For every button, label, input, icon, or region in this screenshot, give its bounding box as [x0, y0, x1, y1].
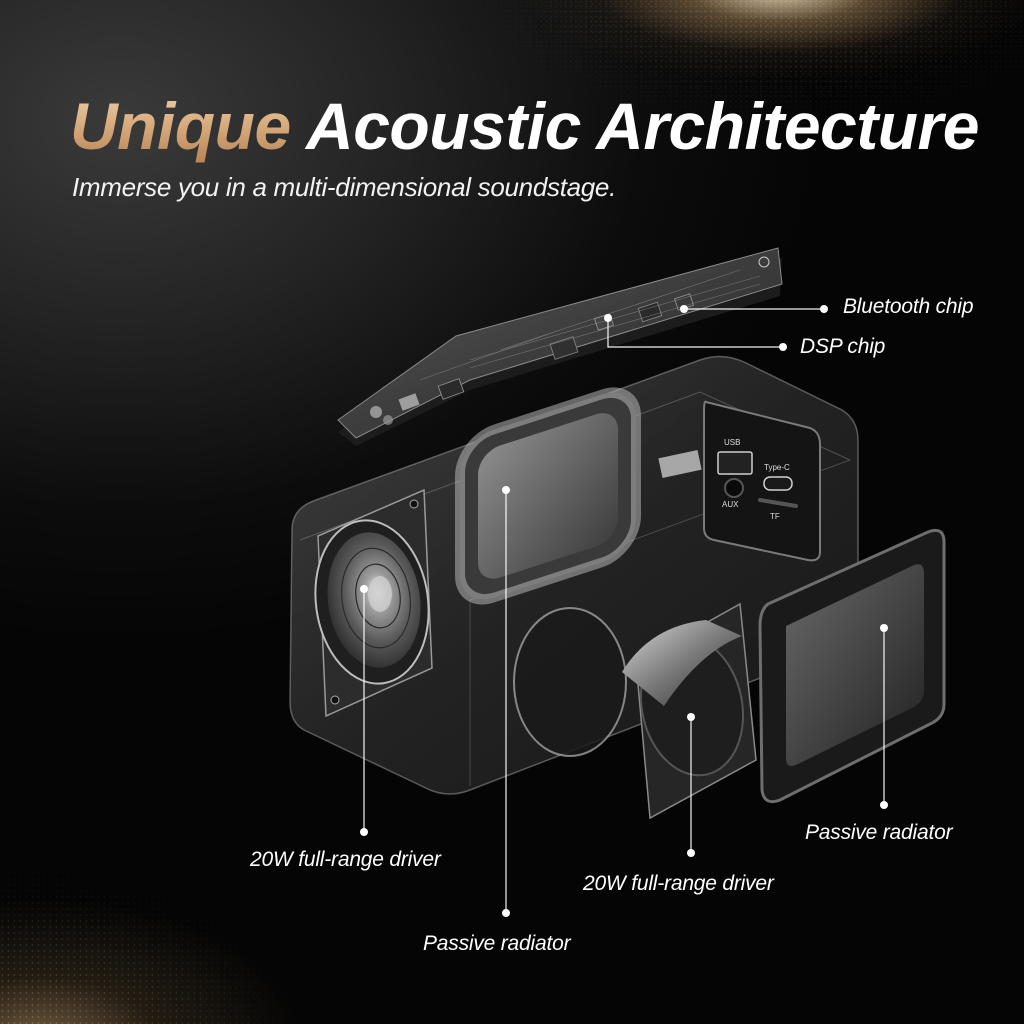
- center-radiator-graphic: [455, 387, 641, 605]
- aux-label: AUX: [722, 500, 739, 509]
- right-driver-graphic: [513, 602, 757, 820]
- tf-label: TF: [770, 512, 780, 521]
- page-title: Unique Acoustic Architecture: [70, 86, 979, 166]
- typec-label: Type-C: [764, 463, 790, 472]
- port-panel[interactable]: [703, 400, 821, 562]
- page-subtitle: Immerse you in a multi-dimensional sound…: [72, 172, 617, 202]
- callout-right-radiator: Passive radiator: [805, 821, 953, 844]
- usb-label: USB: [724, 438, 741, 447]
- usb-port[interactable]: [717, 451, 753, 475]
- left-driver-graphic: [314, 488, 433, 718]
- callout-right-driver: 20W full-range driver: [583, 872, 774, 895]
- aux-port[interactable]: [724, 478, 744, 498]
- callout-left-driver: 20W full-range driver: [250, 848, 441, 871]
- tf-slot[interactable]: [758, 498, 798, 508]
- callout-dsp-chip: DSP chip: [800, 335, 886, 358]
- title-accent: Unique: [70, 89, 291, 163]
- callout-center-radiator: Passive radiator: [423, 932, 571, 955]
- callout-bluetooth-chip: Bluetooth chip: [843, 295, 974, 318]
- connector-graphic: [658, 450, 702, 478]
- right-radiator-graphic: [758, 528, 946, 804]
- typec-port[interactable]: [763, 476, 793, 491]
- title-rest: Acoustic Architecture: [306, 89, 979, 163]
- circuit-board: [337, 247, 783, 446]
